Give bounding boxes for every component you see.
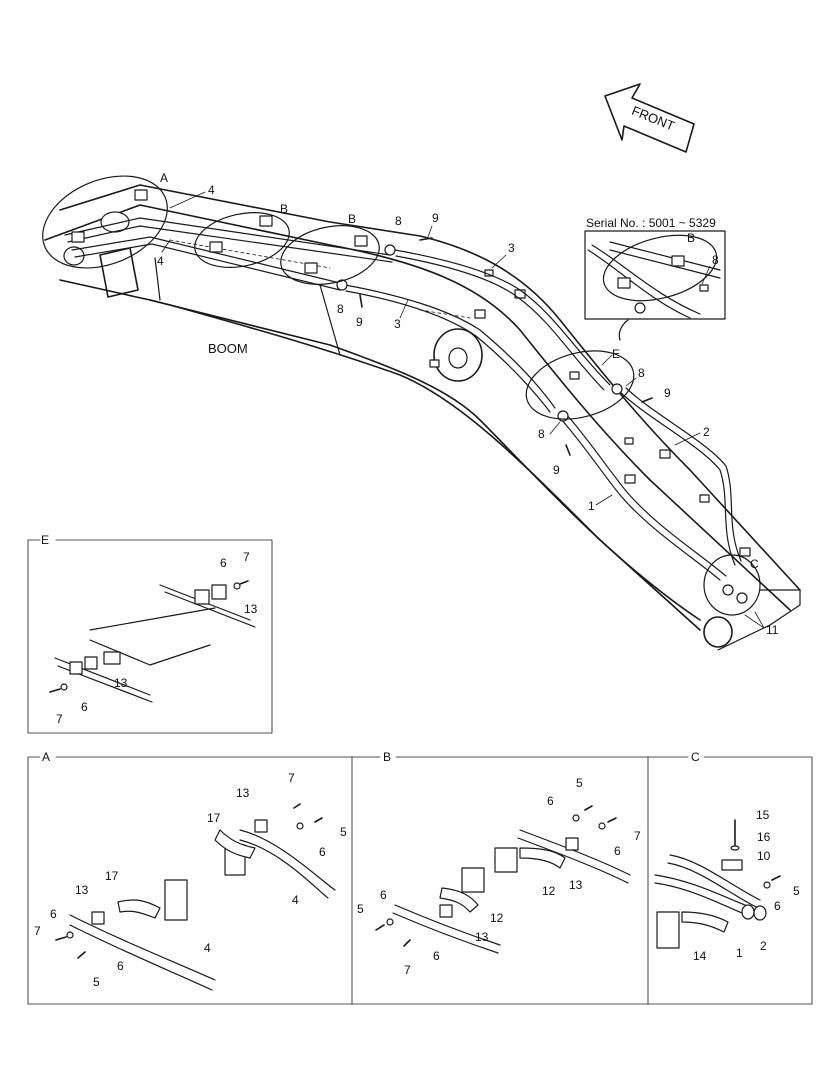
panel-C-callout-6: 6 [774,899,781,913]
panel-B-callout-5a: 5 [576,776,583,790]
panel-E-callout-13b: 13 [114,676,128,690]
callout-4a: 4 [208,183,215,197]
panel-B-callout-6a: 6 [547,794,554,808]
callout-E: E [612,347,620,361]
panel-E-callout-7b: 7 [56,712,63,726]
panel-B-callout-6b: 6 [614,844,621,858]
panel-C-callout-14: 14 [693,949,707,963]
boom-foot-pin [703,616,733,648]
detail-circle-b2 [280,225,380,285]
detail-circle-b1 [194,212,290,268]
detail-circles [42,175,761,616]
panel-B-callout-13a: 13 [569,878,583,892]
panel-B-callout-13b: 13 [475,930,489,944]
panel-E: E 6 7 13 13 6 7 [27,533,273,734]
callout-9d: 9 [553,463,560,477]
panel-E-callout-6b: 6 [81,700,88,714]
callout-3a: 3 [508,241,515,255]
panel-A-callout-4a: 4 [292,893,299,907]
panel-A-callout-17b: 17 [105,869,119,883]
panel-A: A 13 7 17 5 6 4 17 13 6 7 6 5 4 [27,750,353,1005]
panel-B-callout-6c: 6 [380,888,387,902]
panel-E-callout-6a: 6 [220,556,227,570]
detail-circle-c [703,554,761,616]
panel-A-callout-6b: 6 [50,907,57,921]
callout-B1: B [280,202,288,216]
serial-label: Serial No. : 5001 ~ 5329 [586,216,716,230]
callout-9c: 9 [664,386,671,400]
front-arrow: FRONT [604,83,695,153]
callout-4b: 4 [157,254,164,268]
panel-A-callout-5a: 5 [340,825,347,839]
panel-A-title: A [42,750,50,764]
panel-C-callout-1: 1 [736,946,743,960]
detail-circle-a [42,175,168,269]
main-callouts: A 4 B B 8 9 3 4 8 9 3 E 8 9 8 9 2 1 C 11… [157,171,779,637]
callout-1: 1 [588,499,595,513]
callout-2: 2 [703,425,710,439]
detail-circle-e [525,350,635,420]
inset-callout-8: 8 [712,253,719,267]
panel-E-title: E [41,533,49,547]
panel-E-callout-7a: 7 [243,550,250,564]
panel-A-callout-7a: 7 [288,771,295,785]
inset-callout-B: B [687,231,695,245]
panel-A-callout-7b: 7 [34,924,41,938]
panel-B-callout-6d: 6 [433,949,440,963]
panel-B-callout-5b: 5 [357,902,364,916]
callout-C: C [750,557,759,571]
serial-inset: Serial No. : 5001 ~ 5329 B 8 [584,216,726,341]
panel-C-callout-10: 10 [757,849,771,863]
callout-11: 11 [766,623,779,637]
callout-8a: 8 [395,214,402,228]
panel-E-callout-13a: 13 [244,602,258,616]
callout-8d: 8 [538,427,545,441]
panel-A-callout-13a: 13 [236,786,250,800]
panel-A-callout-6a: 6 [319,845,326,859]
panel-B-callout-7b: 7 [404,963,411,977]
panel-C-callout-2: 2 [760,939,767,953]
panel-A-callout-17a: 17 [207,811,221,825]
panel-C-callout-5: 5 [793,884,800,898]
callout-3b: 3 [394,317,401,331]
boom-label: BOOM [208,341,248,356]
panel-A-callout-5b: 5 [93,975,100,989]
callout-9b: 9 [356,315,363,329]
panel-A-callout-13b: 13 [75,883,89,897]
panel-B: B 5 6 7 6 13 12 6 5 12 13 7 6 [351,750,649,1005]
panel-C-callout-16: 16 [757,830,771,844]
hydraulic-pipes [64,189,748,604]
callout-A: A [160,171,168,185]
panel-B-callout-12b: 12 [490,911,504,925]
boom-body [44,184,801,651]
callout-9a: 9 [432,211,439,225]
callout-8b: 8 [337,302,344,316]
callout-8c: 8 [638,366,645,380]
panel-B-title: B [383,750,391,764]
panel-C: C 15 16 10 5 6 2 1 14 [647,750,813,1005]
panel-A-callout-6c: 6 [117,959,124,973]
panel-C-title: C [691,750,700,764]
callout-B2: B [348,212,356,226]
panel-A-callout-4b: 4 [204,941,211,955]
panel-C-callout-15: 15 [756,808,770,822]
panel-B-callout-7a: 7 [634,829,641,843]
panel-B-callout-12a: 12 [542,884,556,898]
